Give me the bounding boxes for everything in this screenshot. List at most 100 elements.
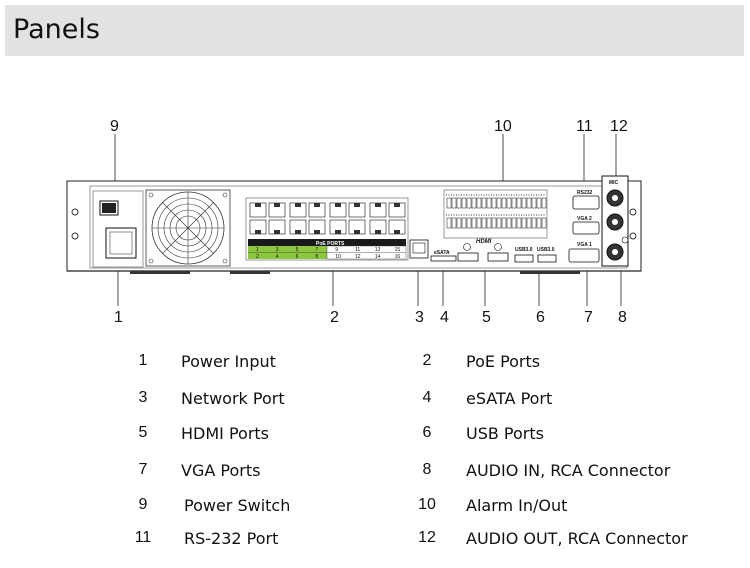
poe-port-number: 10 bbox=[335, 254, 341, 260]
callout-1: 1 bbox=[114, 309, 123, 326]
terminal-pin-icon bbox=[511, 197, 517, 209]
usb-label-1: USB3.0 bbox=[515, 247, 533, 253]
page-header: Panels bbox=[5, 5, 744, 56]
legend-label: VGA Ports bbox=[181, 461, 261, 480]
legend-label: AUDIO OUT, RCA Connector bbox=[466, 529, 688, 548]
terminal-pin-icon bbox=[491, 197, 497, 209]
legend-label: AUDIO IN, RCA Connector bbox=[466, 461, 671, 480]
poe-port-number: 5 bbox=[296, 247, 299, 253]
terminal-pin-icon bbox=[526, 217, 532, 229]
legend-number: 2 bbox=[422, 352, 432, 369]
network-port bbox=[409, 239, 429, 259]
callout-11: 11 bbox=[576, 118, 593, 135]
vga1-port bbox=[568, 248, 600, 263]
poe-port-number: 4 bbox=[276, 254, 279, 260]
terminal-pin-icon bbox=[521, 197, 527, 209]
poe-ports-label: PoE PORTS bbox=[316, 241, 345, 247]
terminal-pin-icon bbox=[451, 217, 457, 229]
alarm-terminals bbox=[443, 189, 548, 239]
legend-number: 5 bbox=[138, 424, 148, 441]
callout-10: 10 bbox=[494, 118, 512, 135]
poe-port-number: 15 bbox=[395, 247, 401, 253]
callout-5: 5 bbox=[482, 309, 491, 326]
callout-2: 2 bbox=[330, 309, 339, 326]
legend-number: 7 bbox=[138, 461, 148, 478]
power-input-socket bbox=[105, 227, 137, 259]
terminal-pin-icon bbox=[516, 197, 522, 209]
legend-number: 8 bbox=[422, 461, 432, 478]
terminal-pin-icon bbox=[511, 217, 517, 229]
hdmi-logo: HDMI bbox=[476, 239, 492, 245]
poe-port-number: 2 bbox=[256, 254, 259, 260]
terminal-pin-icon bbox=[531, 217, 537, 229]
legend-label: HDMI Ports bbox=[181, 424, 270, 443]
screw-icon bbox=[71, 232, 79, 240]
terminal-pin-icon bbox=[466, 197, 472, 209]
poe-port-number: 14 bbox=[375, 254, 381, 260]
legend-label: Power Switch bbox=[184, 496, 291, 515]
terminal-pin-icon bbox=[461, 197, 467, 209]
terminal-pin-icon bbox=[506, 197, 512, 209]
legend-number: 3 bbox=[138, 389, 148, 406]
terminal-pin-icon bbox=[486, 217, 492, 229]
legend-label: Alarm In/Out bbox=[466, 496, 568, 515]
poe-port-number: 8 bbox=[315, 254, 318, 260]
terminal-pin-icon bbox=[461, 217, 467, 229]
legend-label: Network Port bbox=[181, 389, 285, 408]
poe-port-number: 1 bbox=[256, 247, 259, 253]
callout-7: 7 bbox=[584, 309, 593, 326]
terminal-pin-icon bbox=[531, 197, 537, 209]
page-title: Panels bbox=[13, 14, 100, 45]
legend-number: 9 bbox=[138, 496, 148, 513]
vga2-label: VGA 2 bbox=[577, 216, 592, 222]
callout-6: 6 bbox=[536, 309, 545, 326]
terminal-pin-icon bbox=[541, 197, 547, 209]
terminal-pin-icon bbox=[526, 197, 532, 209]
poe-port-number: 11 bbox=[355, 247, 360, 253]
terminal-pin-icon bbox=[446, 197, 452, 209]
terminal-pin-icon bbox=[506, 217, 512, 229]
poe-port-number: 16 bbox=[395, 254, 401, 260]
legend-label: PoE Ports bbox=[466, 352, 541, 371]
legend-number: 10 bbox=[418, 496, 436, 513]
terminal-pin-icon bbox=[456, 197, 462, 209]
terminal-pin-icon bbox=[541, 217, 547, 229]
poe-port-number: 6 bbox=[296, 254, 299, 260]
usb-label-2: USB3.0 bbox=[537, 247, 555, 253]
callout-12: 12 bbox=[610, 118, 628, 135]
poe-port-number: 7 bbox=[315, 247, 318, 253]
terminal-pin-icon bbox=[481, 197, 487, 209]
legend-number: 1 bbox=[138, 352, 148, 369]
hdmi-ports: HDMI bbox=[457, 239, 509, 262]
terminal-pin-icon bbox=[486, 197, 492, 209]
legend-number: 4 bbox=[422, 389, 432, 406]
terminal-pin-icon bbox=[451, 197, 457, 209]
poe-port-number: 12 bbox=[355, 254, 361, 260]
terminal-pin-icon bbox=[501, 197, 507, 209]
rs232-port bbox=[572, 195, 600, 210]
terminal-pin-icon bbox=[496, 197, 502, 209]
esata-label: eSATA bbox=[434, 250, 450, 256]
callout-4: 4 bbox=[440, 309, 449, 326]
callout-3: 3 bbox=[415, 309, 424, 326]
terminal-pin-icon bbox=[446, 217, 452, 229]
legend-label: Power Input bbox=[181, 352, 276, 371]
fan-icon bbox=[145, 189, 231, 267]
vga2-port bbox=[572, 221, 600, 235]
terminal-pin-icon bbox=[516, 217, 522, 229]
rs232-label: RS232 bbox=[577, 190, 593, 196]
screw-icon bbox=[629, 208, 637, 216]
mic-label: MIC bbox=[609, 180, 619, 186]
terminal-pin-icon bbox=[471, 197, 477, 209]
terminal-pin-icon bbox=[521, 217, 527, 229]
terminal-pin-icon bbox=[476, 197, 482, 209]
callout-9: 9 bbox=[110, 118, 119, 135]
terminal-pin-icon bbox=[466, 217, 472, 229]
esata-port: eSATA bbox=[430, 250, 457, 262]
legend-label: eSATA Port bbox=[466, 389, 553, 408]
legend-number: 11 bbox=[134, 529, 152, 546]
terminal-pin-icon bbox=[476, 217, 482, 229]
terminal-pin-icon bbox=[496, 217, 502, 229]
legend-number: 6 bbox=[422, 424, 432, 441]
